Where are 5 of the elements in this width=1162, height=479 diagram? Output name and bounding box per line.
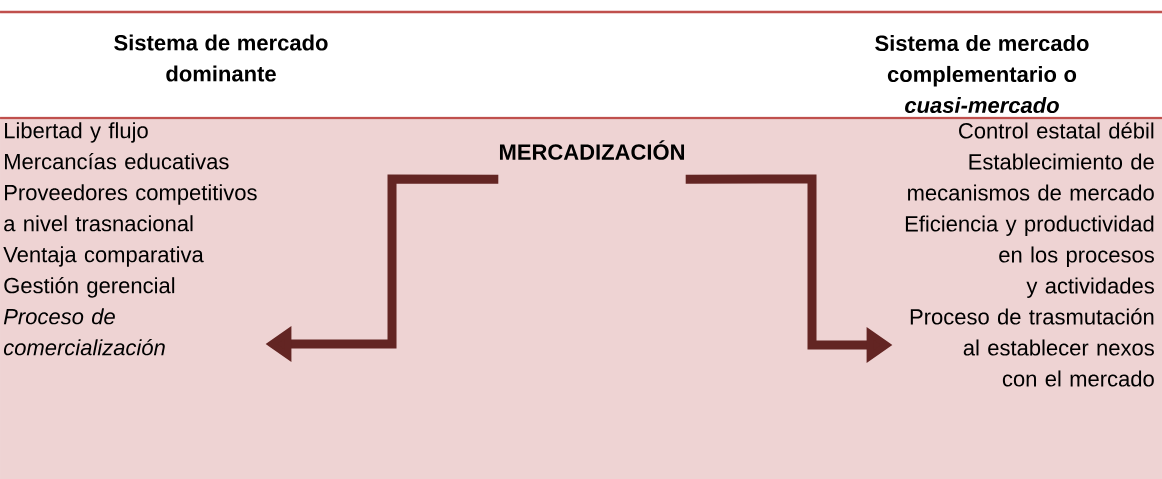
column-header: Sistema de mercado complementario o cuasi-mercado bbox=[875, 34, 1089, 114]
item-list: Control estatal débil Establecimiento de mecanismos de mercado Eficiencia y productividad en los procesos y actividades Proceso de trasmutación al establecer nexos con el mercado bbox=[905, 122, 1154, 387]
column-header: Sistema de mercado dominante bbox=[114, 34, 328, 82]
center-label: MERCADIZACIÓN bbox=[500, 140, 684, 160]
item-list: Libertad y flujo Mercancías educativas Proveedores competitivos a nivel trasnacional Ventaja comparativa Gestión gerencial Proceso de comercialización bbox=[3, 122, 257, 356]
